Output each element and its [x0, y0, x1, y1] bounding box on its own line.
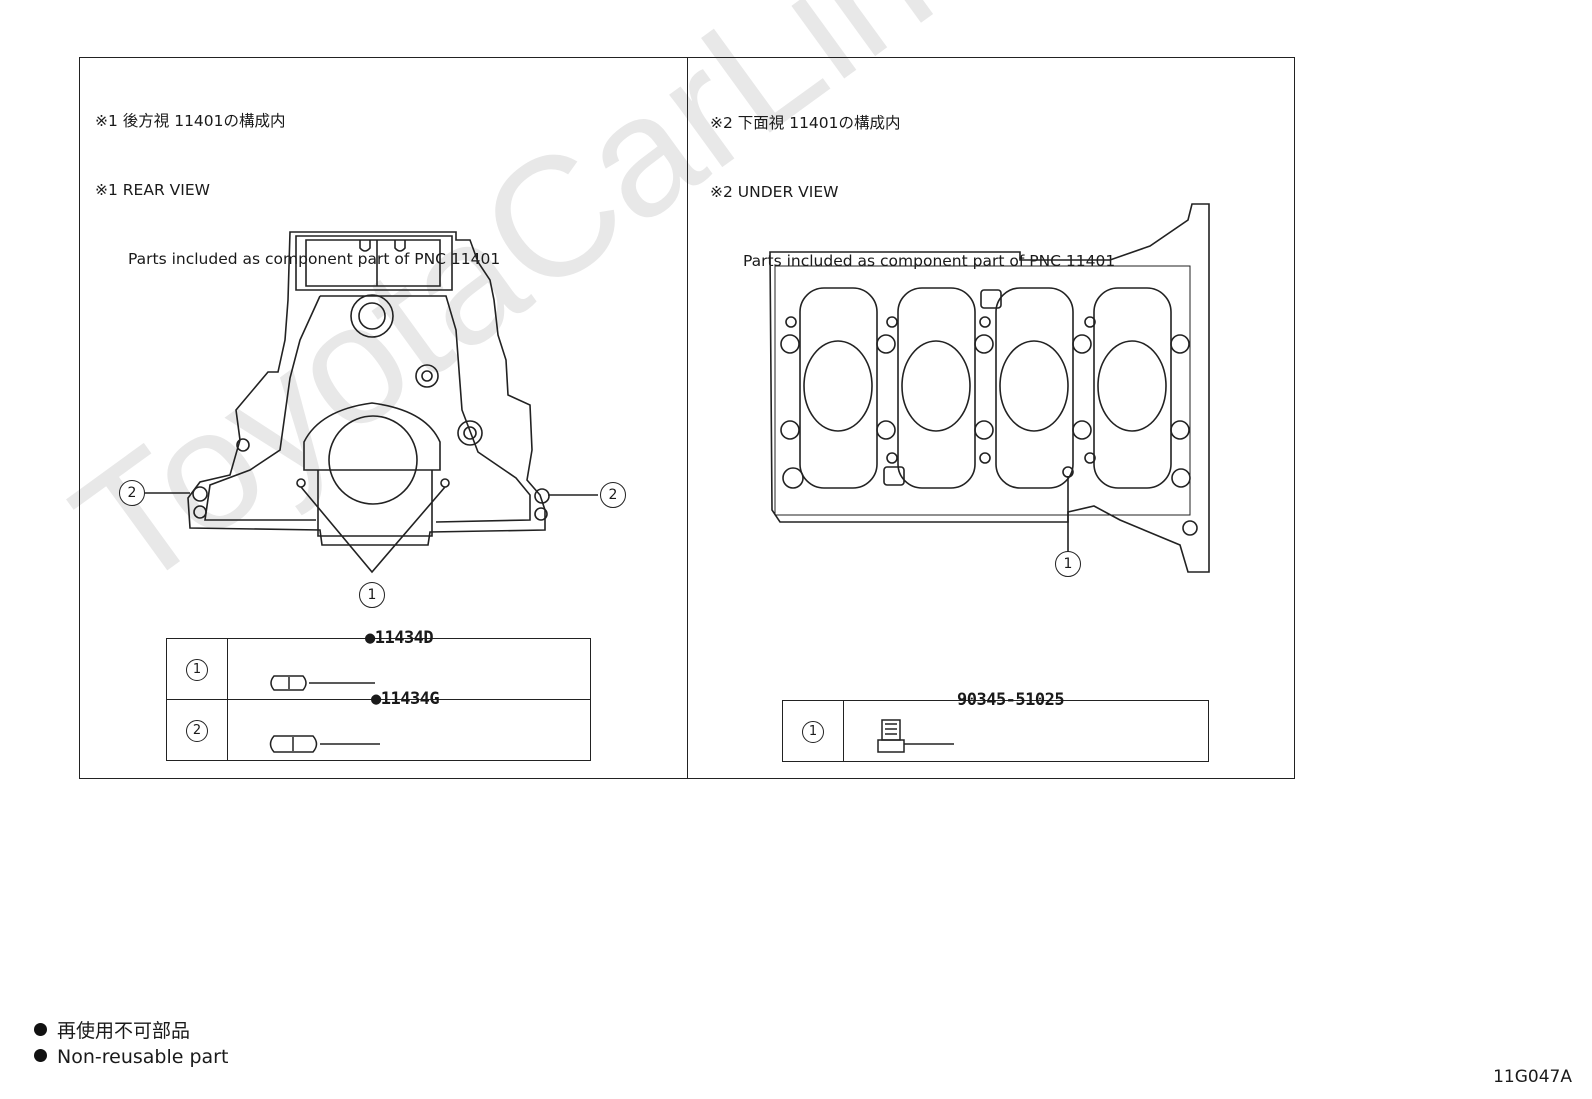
- part-ref-cell: 1: [782, 700, 844, 762]
- legend-en-row: Non-reusable part: [34, 1044, 228, 1070]
- callout-2-right: 2: [600, 482, 626, 508]
- panel-divider: [687, 57, 688, 779]
- table-row: 1 ●11434D: [166, 628, 591, 700]
- left-panel-header: ※1 後方視 11401の構成内 ※1 REAR VIEW Parts incl…: [95, 64, 500, 317]
- callout-1-rear: 1: [359, 582, 385, 608]
- part-ref-number: 2: [186, 719, 208, 742]
- left-header-jp: ※1 後方視 11401の構成内: [95, 112, 286, 130]
- right-header-en: ※2 UNDER VIEW: [710, 183, 839, 201]
- legend-jp-row: 再使用不可部品: [34, 1018, 190, 1044]
- part-cell: 90345-51025: [843, 690, 1209, 762]
- part-ref-cell: 2: [166, 699, 228, 761]
- illustration-code: 11G047A: [1493, 1067, 1572, 1087]
- legend-jp: 再使用不可部品: [57, 1020, 191, 1042]
- left-header-note: Parts included as component part of PNC …: [128, 250, 501, 268]
- part-ref-number: 1: [802, 720, 824, 743]
- under-view-parts-table: 1 90345-51025: [782, 690, 1209, 762]
- part-cell: ●11434D: [227, 628, 591, 700]
- callout-1-under: 1: [1055, 551, 1081, 577]
- part-number: ●11434G: [371, 689, 440, 709]
- non-reusable-dot-icon: [34, 1023, 47, 1036]
- rear-view-block-drawing: [145, 231, 598, 574]
- part-number: ●11434D: [365, 628, 434, 648]
- non-reusable-dot-icon: [34, 1049, 47, 1062]
- left-header-en: ※1 REAR VIEW: [95, 181, 210, 199]
- rear-view-parts-table: 1 ●11434D 2 ●11434G: [166, 628, 591, 761]
- table-row: 2 ●11434G: [166, 689, 591, 761]
- legend-en: Non-reusable part: [57, 1046, 229, 1068]
- right-header-jp: ※2 下面視 11401の構成内: [710, 114, 901, 132]
- table-row: 1 90345-51025: [782, 690, 1209, 762]
- part-ref-number: 1: [186, 658, 208, 681]
- part-cell: ●11434G: [227, 689, 591, 761]
- callout-2-left: 2: [119, 480, 145, 506]
- part-number: 90345-51025: [957, 690, 1065, 710]
- part-ref-cell: 1: [166, 638, 228, 700]
- cylinder-bores: [799, 287, 1172, 489]
- under-view-block-drawing: [769, 203, 1210, 573]
